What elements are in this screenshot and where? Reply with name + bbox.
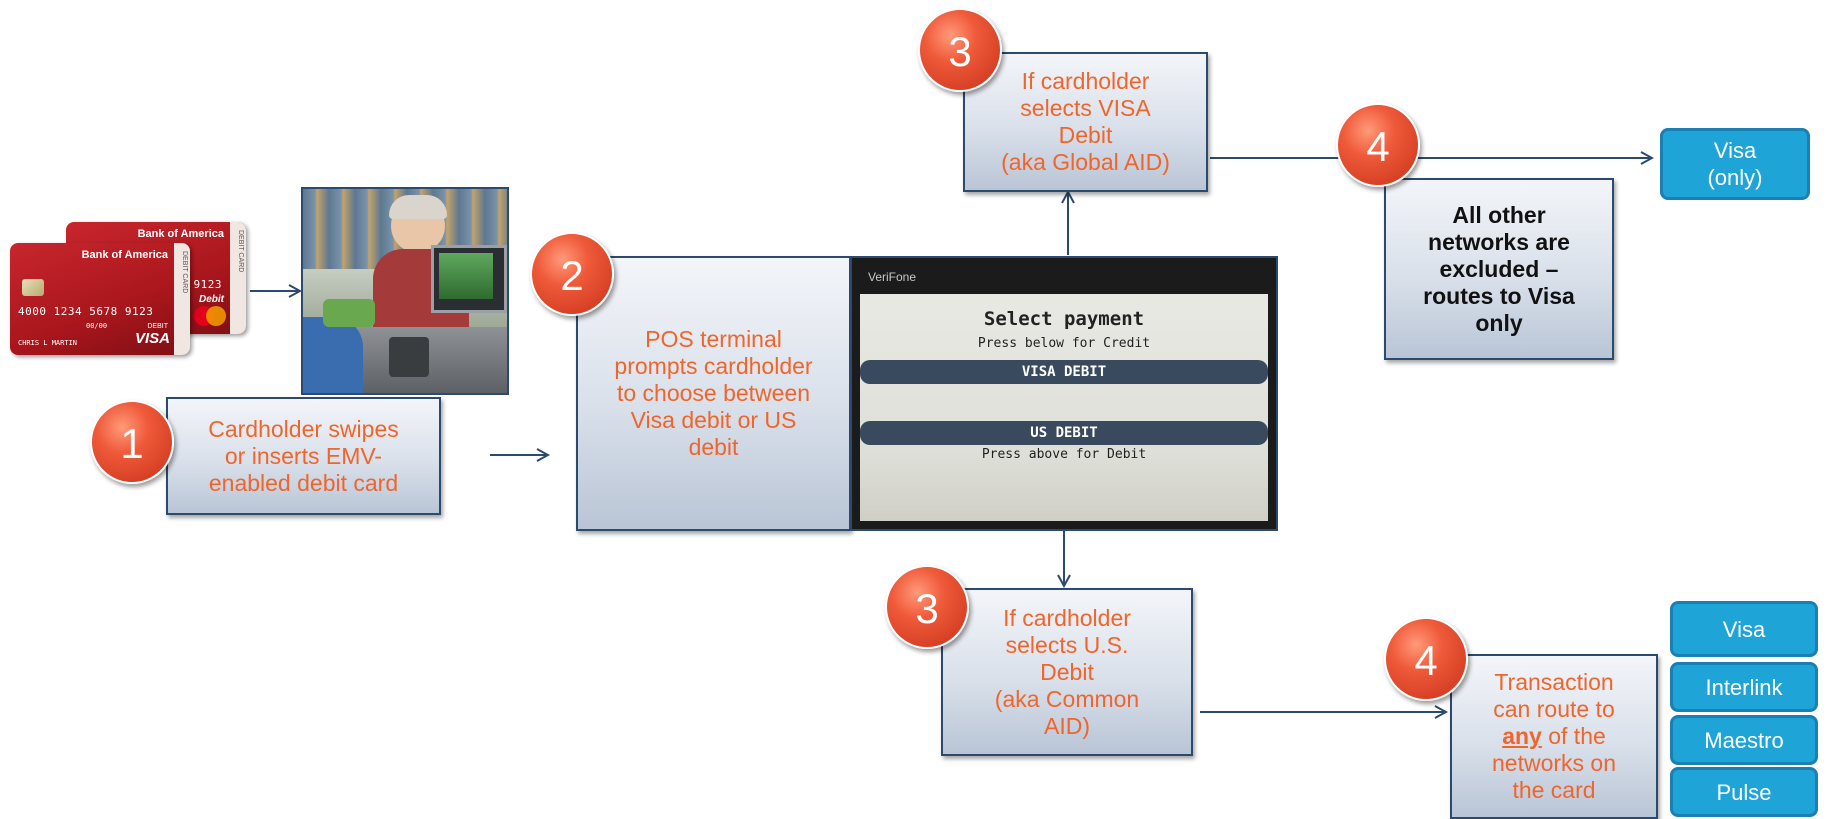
card-debit-label: Debit [199, 294, 224, 305]
step3-us-badge: 3 [885, 565, 969, 649]
strip-text: DEBIT CARD [181, 251, 188, 294]
step4-us-line: can route to [1493, 696, 1615, 722]
step4-visa-line: All other [1452, 201, 1546, 228]
network-pulse: Pulse [1670, 767, 1818, 817]
step4-visa-line: only [1475, 309, 1523, 336]
visa-debit-option[interactable]: VISA DEBIT [860, 360, 1268, 384]
step4-us-box: Transaction can route to any of the netw… [1450, 654, 1658, 819]
cardholder-name: CHRIS L MARTIN [18, 339, 78, 347]
network-interlink: Interlink [1670, 662, 1818, 712]
debit-card-visa: Bank of America DEBIT CARD 4000 1234 567… [10, 243, 190, 355]
produce-basket [323, 299, 375, 327]
step2-box: POS terminal prompts cardholder to choos… [576, 256, 851, 531]
step1-line: Cardholder swipes [208, 415, 399, 442]
card-number: 4000 1234 5678 9123 [18, 305, 154, 318]
step3-visa-badge: 3 [918, 8, 1002, 92]
card-reader [389, 337, 429, 377]
step3-us-line: (aka Common [994, 685, 1140, 712]
debit-card-strip: DEBIT CARD [174, 243, 190, 355]
step4-visa-line: excluded – [1439, 255, 1559, 282]
emv-chip-icon [22, 279, 44, 296]
terminal-brand: VeriFone [868, 270, 917, 284]
step3-us-line: If cardholder [1003, 604, 1131, 631]
step3-visa-box: If cardholder selects VISA Debit (aka Gl… [963, 52, 1208, 192]
network-maestro: Maestro [1670, 715, 1818, 765]
bank-logo: Bank of America [137, 228, 224, 240]
terminal-display: Select payment Press below for Credit VI… [860, 294, 1268, 521]
step1-line: enabled debit card [208, 469, 399, 496]
visa-logo: VISA [134, 330, 170, 347]
step4-us-line-rest: of the [1541, 723, 1606, 749]
step2-line: Visa debit or US [630, 407, 797, 433]
step3-us-box: If cardholder selects U.S. Debit (aka Co… [941, 588, 1193, 756]
step4-us-line: Transaction [1494, 669, 1614, 695]
step4-us-line: the card [1512, 777, 1596, 803]
step4-visa-line: networks are [1428, 228, 1570, 255]
step3-visa-line: (aka Global AID) [1001, 149, 1170, 175]
network-visa-only-line: Visa [1713, 138, 1757, 163]
step2-line: to choose between [616, 380, 811, 406]
step4-us-line-any: any of the [1502, 723, 1606, 750]
step1-line: or inserts EMV- [224, 442, 383, 469]
us-debit-option[interactable]: US DEBIT [860, 421, 1268, 445]
step4-visa-box: All other networks are excluded – routes… [1384, 178, 1614, 360]
checkout-photo [301, 187, 509, 395]
pos-screen [439, 253, 493, 299]
card-debit-text: DEBIT [147, 323, 168, 330]
step3-us-line: selects U.S. [1005, 631, 1129, 658]
step4-us-badge: 4 [1384, 617, 1468, 701]
step3-us-line: Debit [1040, 658, 1094, 685]
step4-us-line: networks on [1491, 750, 1616, 776]
terminal-debit-hint: Press above for Debit [981, 447, 1147, 462]
network-visa-only: Visa (only) [1660, 128, 1810, 200]
step2-line: prompts cardholder [614, 353, 813, 379]
customer-arm [303, 317, 363, 393]
step3-visa-line: selects VISA [1020, 95, 1151, 121]
step2-line: POS terminal [645, 326, 782, 352]
cashier-hair [389, 195, 447, 219]
step1-badge: 1 [90, 400, 174, 484]
bank-logo: Bank of America [81, 249, 168, 261]
card-last4: 9123 [193, 278, 222, 291]
network-visa-only-line: (only) [1707, 165, 1763, 190]
step3-visa-line: If cardholder [1021, 68, 1150, 94]
step3-us-line: AID) [1044, 712, 1090, 739]
mastercard-logo-icon [194, 306, 226, 326]
strip-text: DEBIT CARD [237, 230, 244, 273]
step4-visa-line: routes to Visa [1423, 282, 1575, 309]
step2-badge: 2 [530, 232, 614, 316]
step4-visa-badge: 4 [1336, 103, 1420, 187]
debit-card-strip: DEBIT CARD [230, 222, 246, 334]
step3-visa-line: Debit [1058, 122, 1113, 148]
card-expiry: 00/00 [86, 322, 108, 330]
step1-box: Cardholder swipes or inserts EMV- enable… [166, 397, 441, 515]
terminal-title: Select payment [983, 308, 1145, 330]
terminal-credit-hint: Press below for Credit [977, 336, 1151, 351]
terminal-screen: VeriFone Select payment Press below for … [850, 256, 1278, 531]
network-visa: Visa [1670, 601, 1818, 657]
emphasis-any: any [1502, 723, 1542, 749]
step2-line: debit [688, 434, 739, 460]
